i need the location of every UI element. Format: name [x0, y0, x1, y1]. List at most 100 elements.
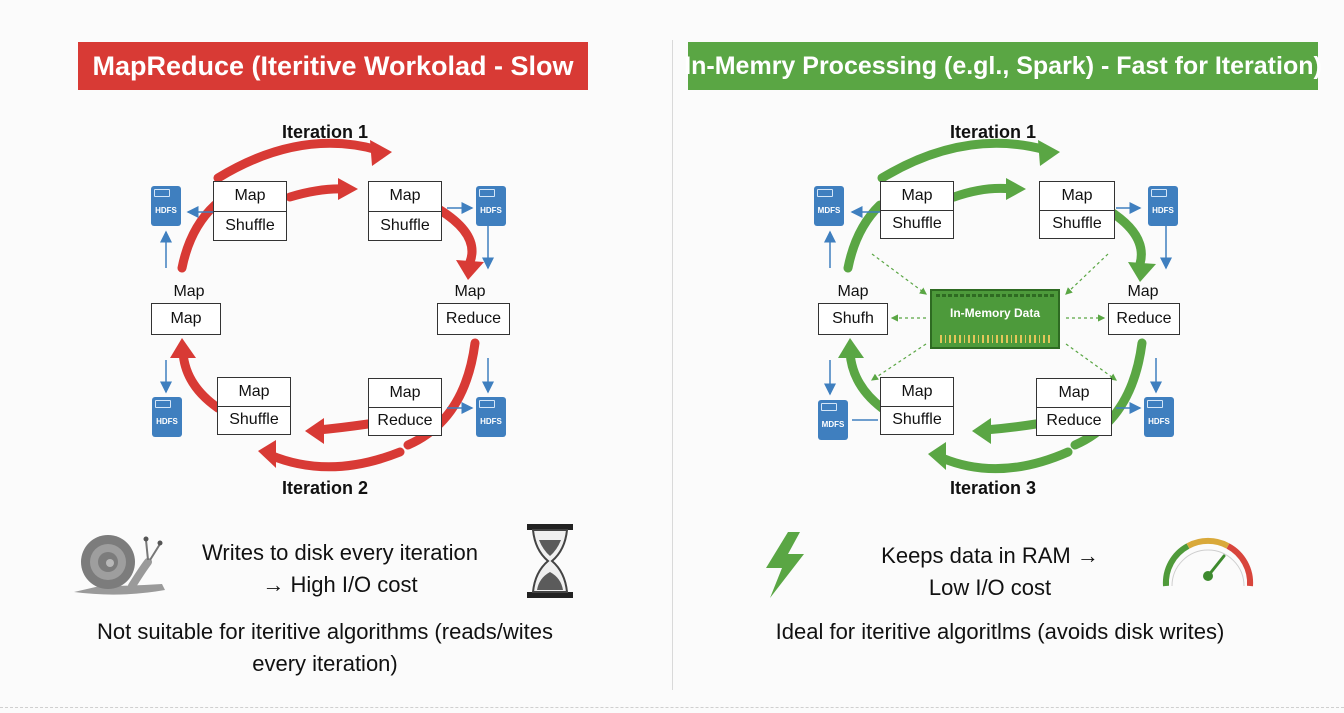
chip-bumps — [936, 294, 1054, 297]
hdfs-label: HDFS — [1148, 417, 1170, 426]
iteration-label-bottom: Iteration 3 — [949, 478, 1037, 498]
box-cell: Reduce — [1116, 310, 1172, 327]
red-head-6 — [170, 338, 196, 358]
map-reduce-box: Map Reduce — [368, 378, 442, 436]
map-label: Map — [1127, 283, 1159, 300]
box-bottom-cell: Shuffle — [881, 209, 953, 239]
green-head-6 — [838, 338, 864, 358]
red-arrow-bottom-outer — [265, 447, 405, 472]
box-cell: Reduce — [445, 310, 502, 327]
iteration-label-bottom: Iteration 2 — [281, 478, 369, 498]
hdfs-label: HDFS — [155, 206, 177, 215]
map-shuffle-box: Map Shuffle — [880, 377, 954, 435]
box-cell: Map — [170, 310, 202, 327]
box-bottom-cell: Shuffle — [369, 210, 441, 241]
box-bottom-cell: Shuffle — [218, 405, 290, 435]
map-reduce-box: Map Reduce — [1036, 378, 1112, 436]
speedometer-icon — [1162, 537, 1254, 587]
reduce-box: Reduce — [437, 303, 510, 335]
chip-pins — [940, 335, 1050, 343]
box-top-cell: Map — [389, 383, 421, 401]
red-head-4 — [305, 418, 324, 444]
hdfs-disk-icon: HDFS — [152, 397, 182, 437]
box-bottom-cell: Reduce — [369, 406, 441, 436]
green-arrow-lower-right — [1070, 338, 1147, 450]
ram-caption: Keeps data in RAM → Low I/O cost — [881, 543, 1099, 600]
map-box: Map — [151, 303, 221, 335]
mem-link-6 — [1065, 343, 1117, 381]
green-head-1 — [1038, 140, 1060, 166]
red-head-5 — [258, 440, 276, 468]
lightning-icon — [766, 532, 804, 598]
red-arrow-right — [435, 205, 477, 267]
map-shuffle-box: Map Shuffle — [217, 377, 291, 435]
map-label: Map — [173, 283, 205, 300]
green-arrow-top-inner — [949, 183, 1017, 202]
mem-link-1 — [871, 253, 927, 295]
red-arrow-top-inner — [285, 184, 349, 202]
box-bottom-cell: Reduce — [1037, 406, 1111, 436]
hdfs-disk-icon: HDFS — [1148, 186, 1178, 226]
green-head-5 — [928, 442, 946, 470]
hourglass-icon — [527, 524, 573, 598]
reduce-box: Reduce — [1108, 303, 1180, 335]
map-shuffle-box: Map Shuffle — [368, 181, 442, 241]
map-label: Map — [454, 283, 486, 300]
box-cell: Shufh — [832, 310, 874, 327]
iteration-label-top: Iteration 1 — [281, 122, 369, 142]
green-head-3 — [1128, 262, 1156, 282]
disk-cost-caption: Writes to disk every iteration → High I/… — [202, 540, 478, 597]
map-label: Map — [837, 283, 869, 300]
in-memory-title: In-Memry Processing (e.gl., Spark) - Fas… — [684, 42, 1322, 90]
box-top-cell: Map — [389, 187, 421, 205]
snail-icon — [74, 535, 165, 595]
hdfs-label: MDFS — [821, 420, 845, 429]
hdfs-disk-icon: HDFS — [1144, 397, 1174, 437]
mapreduce-note: Not suitable for iteritive algorithms (r… — [96, 619, 554, 676]
hdfs-disk-icon: HDFS — [476, 186, 506, 226]
green-arrow-left — [843, 200, 885, 273]
box-bottom-cell: Shuffle — [1040, 209, 1114, 239]
box-top-cell: Map — [234, 187, 266, 205]
red-head-1 — [370, 140, 392, 166]
red-arrow-lower-right — [403, 338, 480, 450]
hdfs-disk-icon: MDFS — [818, 400, 848, 440]
mapreduce-title: MapReduce (Iteritive Workolad - Slow — [78, 42, 588, 90]
mem-link-2 — [1065, 253, 1109, 295]
red-arrow-bottom-inner — [313, 419, 373, 435]
map-shuffle-box: Map Shuffle — [213, 181, 287, 241]
map-shuffle-box: Map Shuffle — [1039, 181, 1115, 239]
green-arrow-bottom-outer — [937, 447, 1073, 474]
box-bottom-cell: Shuffle — [214, 210, 286, 241]
hdfs-label: MDFS — [817, 206, 841, 215]
hdfs-disk-icon: MDFS — [814, 186, 844, 226]
box-top-cell: Map — [238, 382, 270, 400]
panel-divider — [672, 40, 673, 690]
hdfs-label: HDFS — [480, 206, 502, 215]
hdfs-disk-icon: HDFS — [476, 397, 506, 437]
box-top-cell: Map — [901, 382, 933, 400]
iteration-label-top: Iteration 1 — [949, 122, 1037, 142]
red-arrow-top-outer — [213, 138, 383, 183]
green-head-2 — [1006, 178, 1026, 200]
bottom-rule — [0, 707, 1344, 708]
red-arrow-left — [177, 200, 220, 273]
red-head-2 — [338, 178, 358, 200]
box-top-cell: Map — [901, 186, 933, 204]
green-arrow-lower-left — [845, 347, 887, 413]
hdfs-label: HDFS — [480, 417, 502, 426]
red-head-3 — [456, 260, 484, 280]
in-memory-data-chip: In-Memory Data — [930, 289, 1060, 349]
in-memory-label: In-Memory Data — [949, 306, 1041, 320]
green-head-4 — [972, 418, 991, 444]
map-shuffle-box: Map Shuffle — [880, 181, 954, 239]
box-bottom-cell: Shuffle — [881, 405, 953, 435]
hdfs-label: HDFS — [1152, 206, 1174, 215]
hdfs-disk-icon: HDFS — [151, 186, 181, 226]
green-arrow-top-outer — [877, 138, 1051, 183]
box-top-cell: Map — [1058, 383, 1090, 401]
in-memory-note: Ideal for iteritive algoritlms (avoids d… — [775, 619, 1225, 644]
red-arrow-lower-left — [178, 347, 223, 413]
